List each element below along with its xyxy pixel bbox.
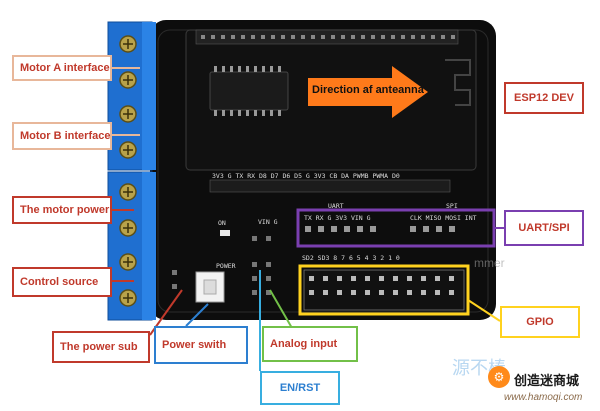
silkscreen-top-row: 3V3 G TX RX D8 D7 D6 D5 G 3V3 CB DA PWMB… — [212, 172, 400, 180]
top-header-pins — [195, 29, 459, 45]
silkscreen-uart-pins: TX RX G 3V3 VIN G — [304, 214, 371, 222]
label-motor-a: Motor A interface — [12, 55, 112, 81]
silkscreen-spi: SPI — [446, 202, 458, 210]
label-esp12: ESP12 DEV — [504, 82, 584, 114]
label-motor-power: The motor power — [12, 196, 112, 224]
direction-arrow — [308, 66, 428, 118]
silkscreen-power: POWER — [216, 262, 236, 270]
watermark-logo-icon: ⚙ — [488, 366, 510, 388]
label-control-source: Control source — [12, 267, 112, 297]
label-motor-b: Motor B interface — [12, 122, 112, 150]
antenna-trace — [445, 59, 471, 106]
gpio-pin-group — [298, 264, 470, 316]
driver-chip — [209, 71, 289, 111]
label-uart-spi: UART/SPI — [504, 210, 584, 246]
silkscreen-on: ON — [218, 219, 226, 227]
silkscreen-spi-pins: CLK MISO MOSI INT — [410, 214, 477, 222]
label-analog-input: Analog input — [262, 326, 358, 362]
label-power-sub: The power sub — [52, 331, 150, 363]
power-led — [220, 230, 230, 236]
silkscreen-vin-g: VIN G — [258, 218, 278, 226]
label-en-rst: EN/RST — [260, 371, 340, 405]
label-gpio: GPIO — [500, 306, 580, 338]
silkscreen-uart: UART — [328, 202, 344, 210]
antenna-direction-text: Direction af anteanna — [312, 84, 424, 96]
watermark-brand: 创造迷商城 — [514, 373, 580, 388]
label-power-switch: Power swith — [154, 326, 248, 364]
module-header-row — [209, 179, 451, 193]
silkscreen-gpio-pins: SD2 SD3 8 7 6 5 4 3 2 1 0 — [302, 254, 400, 262]
watermark-mid: mmer — [474, 256, 505, 270]
watermark-url: www.hamoqi.com — [504, 392, 583, 403]
